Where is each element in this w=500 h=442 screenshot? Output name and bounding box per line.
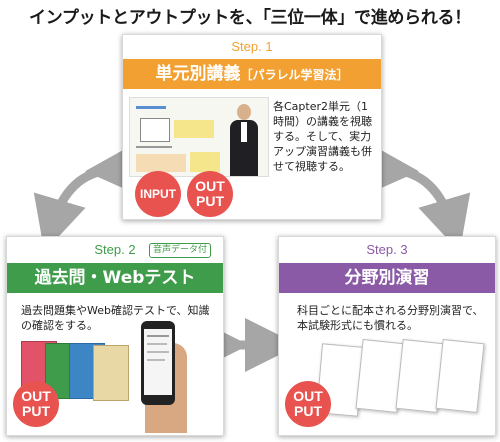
step2-banner: 過去問・Webテスト [7, 263, 223, 293]
step2-card: Step. 2 音声データ付 過去問・Webテスト 過去問題集やWeb確認テスト… [6, 236, 224, 436]
step1-card: Step. 1 単元別講義［パラレル学習法］ 各Capter2単元（1時間）の講… [122, 34, 382, 220]
step1-banner: 単元別講義［パラレル学習法］ [123, 59, 381, 89]
step1-title-suffix: ［パラレル学習法］ [240, 68, 349, 82]
step3-card: Step. 3 分野別演習 科目ごとに配本される分野別演習で、本試験形式にも慣れ… [278, 236, 496, 436]
step3-title: 分野別演習 [344, 268, 430, 288]
left-cycle-arrow [33, 141, 141, 252]
step2-label: Step. 2 [94, 242, 136, 257]
step3-label: Step. 3 [366, 242, 408, 257]
subject-exam-documents [316, 338, 491, 427]
step3-output-badge: OUT PUT [285, 381, 331, 427]
step1-label: Step. 1 [231, 39, 273, 54]
headline: インプットとアウトプットを、「三位一体」で進められる！ [29, 8, 471, 28]
step1-title: 単元別講義 [155, 64, 241, 84]
step2-title: 過去問・Webテスト [34, 268, 196, 288]
smartphone-web-test [137, 321, 193, 433]
step2-audio-tag: 音声データ付 [149, 243, 212, 258]
lecturer-figure [226, 104, 262, 176]
step1-output-badge: OUT PUT [187, 171, 233, 217]
right-cycle-arrow [363, 141, 471, 252]
step2-output-badge: OUT PUT [13, 381, 59, 427]
step2-description: 過去問題集やWeb確認テストで、知識の確認をする。 [21, 304, 210, 332]
step3-description: 科目ごとに配本される分野別演習で、本試験形式にも慣れる。 [297, 304, 484, 332]
lecture-video-thumbnail [129, 97, 269, 177]
step1-input-badge: INPUT [135, 171, 181, 217]
step1-description: 各Capter2単元（1時間）の講義を視聴する。そして、実力アップ演習講義も併せ… [273, 100, 372, 173]
step3-banner: 分野別演習 [279, 263, 495, 293]
